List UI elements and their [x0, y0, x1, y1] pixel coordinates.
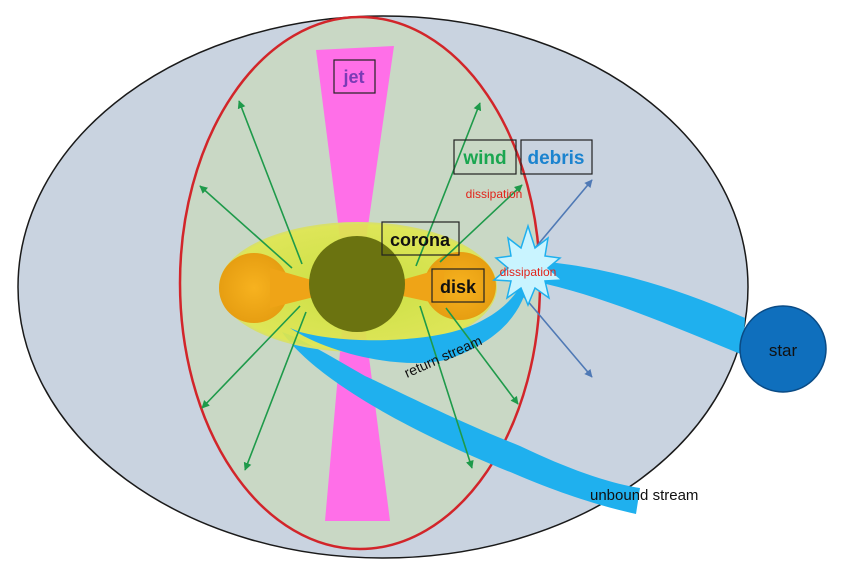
corona-label: corona — [390, 230, 451, 250]
dissipation-burst — [492, 223, 564, 307]
dissipation-right-label: dissipation — [500, 265, 557, 279]
star-label: star — [769, 341, 798, 360]
wind-label: wind — [462, 148, 506, 169]
unbound-stream — [282, 332, 640, 514]
black-hole — [309, 236, 405, 332]
jet-label: jet — [342, 67, 364, 87]
debris-label-box — [520, 139, 593, 175]
wind-arrows — [199, 100, 523, 471]
jet-label-box — [333, 59, 376, 94]
disk-left-wedge — [270, 268, 322, 308]
debris-label: debris — [527, 148, 584, 169]
unbound-stream-label: unbound stream — [590, 487, 698, 504]
disk-label-box — [431, 268, 485, 303]
dissipation-top-label: dissipation — [466, 187, 523, 201]
star — [739, 305, 827, 393]
wind-label-box — [453, 139, 517, 175]
disk-label: disk — [440, 277, 477, 297]
incoming-stream — [527, 261, 745, 355]
corona-label-box — [381, 221, 460, 256]
jet — [316, 46, 394, 254]
